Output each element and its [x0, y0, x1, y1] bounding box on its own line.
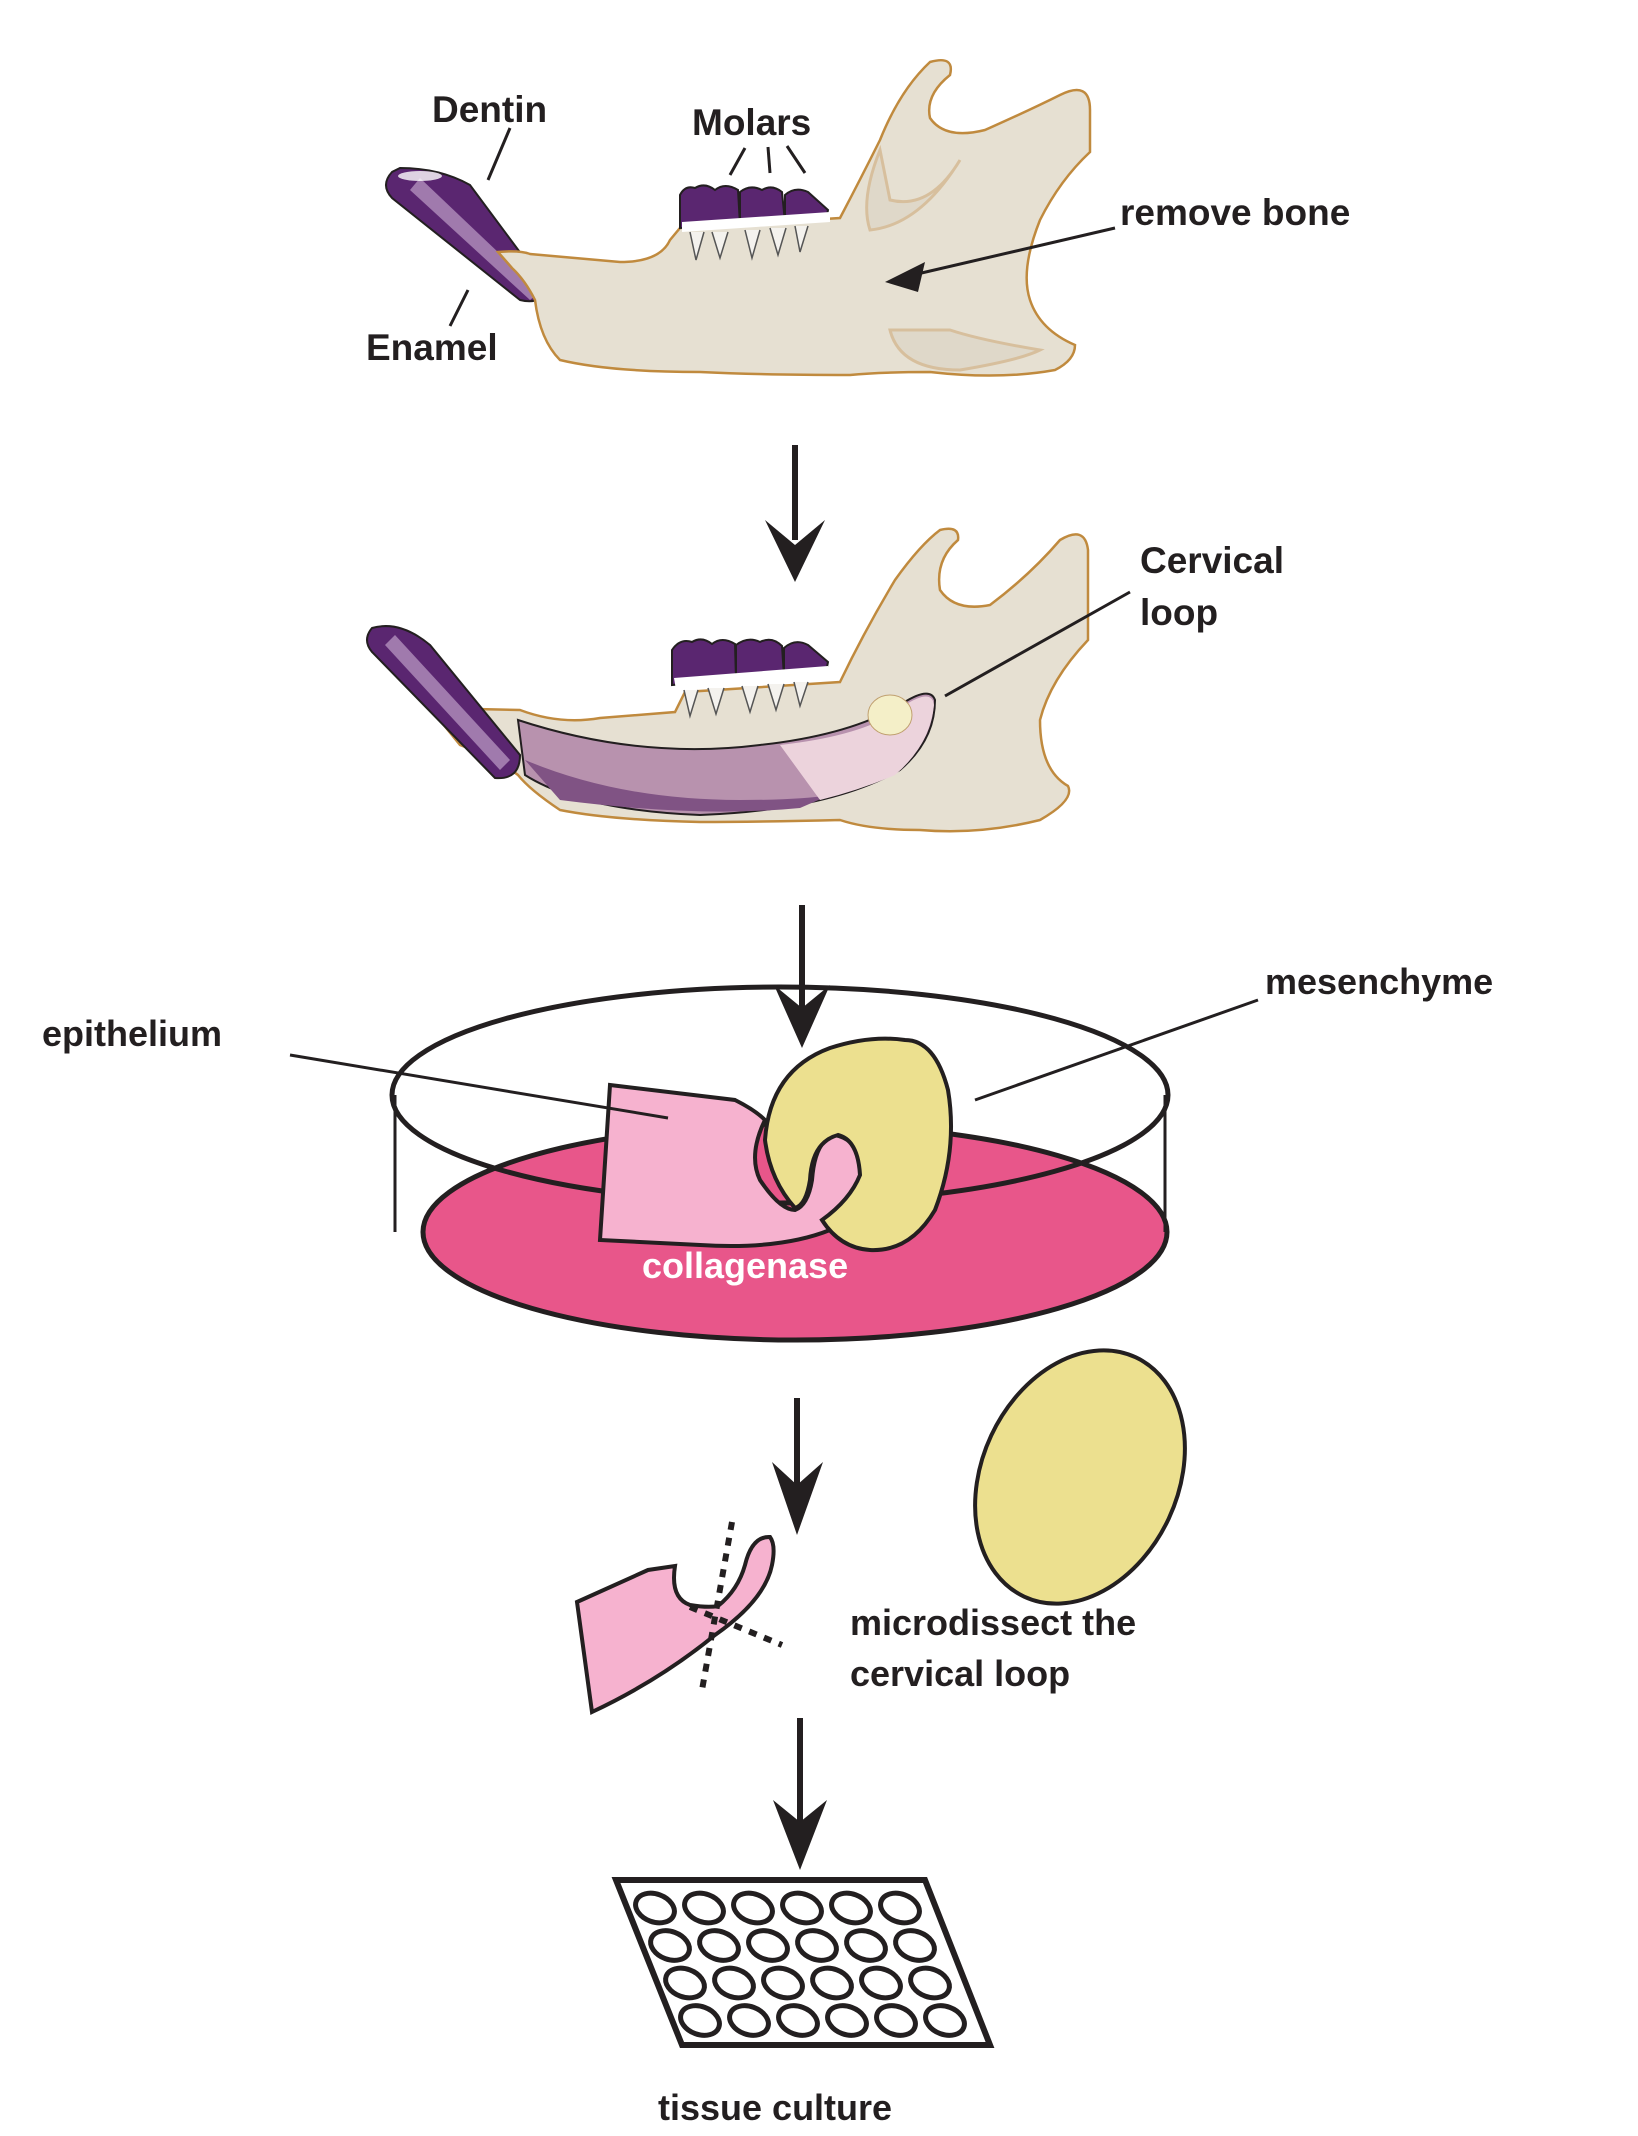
label-microdissect-line1: microdissect the	[850, 1602, 1136, 1643]
leader-molar-3	[785, 145, 807, 174]
step-arrow-1	[765, 445, 825, 582]
mesenchyme-tissue	[762, 1036, 953, 1253]
culture-well	[697, 1928, 741, 1963]
label-collagenase: collagenase	[642, 1245, 848, 1286]
culture-well	[859, 1965, 903, 2001]
culture-well	[780, 1890, 824, 1926]
culture-well	[682, 1890, 726, 1926]
arrow-remove-bone-head	[885, 262, 925, 292]
label-cervical-loop-line2: loop	[1140, 592, 1218, 633]
culture-well	[731, 1890, 775, 1926]
label-molars: Molars	[692, 102, 811, 143]
culture-well	[633, 1890, 677, 1926]
leader-mesenchyme	[974, 998, 1259, 1102]
bone-shading	[888, 328, 1045, 372]
leader-molar-2	[766, 146, 772, 174]
incisor-body-shade	[525, 760, 830, 812]
label-cervical-loop-line1: Cervical	[1140, 540, 1284, 581]
arrow-remove-bone-shaft	[899, 226, 1116, 280]
step-arrow-3	[772, 1398, 823, 1535]
incisor	[385, 166, 550, 303]
step-arrow-2	[774, 905, 830, 1048]
molars-step2	[671, 638, 830, 719]
leader-molar-1	[728, 147, 747, 176]
culture-well	[678, 2003, 722, 2038]
culture-well	[810, 1965, 854, 2001]
culture-well	[776, 2003, 820, 2038]
culture-wells	[633, 1890, 967, 2038]
cut-line-1	[699, 1521, 735, 1691]
leader-enamel	[448, 289, 470, 327]
culture-well	[795, 1928, 839, 1963]
culture-well	[844, 1928, 888, 1963]
leader-cervical-loop	[944, 590, 1131, 698]
cut-line-2	[688, 1604, 784, 1648]
tissue-culture-plate: tissue culture	[611, 1877, 995, 2128]
culture-well	[663, 1965, 707, 2001]
culture-well	[761, 1965, 805, 2001]
step-arrow-4	[773, 1718, 827, 1870]
jaw-step1: Dentin Molars Enamel remove bone	[366, 58, 1350, 377]
separated-mesenchyme	[973, 1348, 1187, 1606]
culture-well	[746, 1928, 790, 1963]
culture-well	[712, 1965, 756, 2001]
culture-well	[893, 1928, 937, 1963]
petri-dish: collagenase epithelium mesenchyme	[42, 961, 1493, 1343]
culture-well	[727, 2003, 771, 2038]
microdissection: microdissect the cervical loop	[574, 1348, 1187, 1715]
culture-well	[908, 1965, 952, 2001]
label-microdissect-line2: cervical loop	[850, 1653, 1070, 1694]
leader-dentin	[486, 127, 512, 181]
molars	[679, 184, 830, 261]
culture-well	[829, 1890, 873, 1926]
cervical-loop-region	[867, 694, 913, 736]
bone-shading	[865, 144, 962, 232]
culture-well	[825, 2003, 869, 2038]
label-enamel: Enamel	[366, 327, 498, 368]
culture-well	[878, 1890, 922, 1926]
label-tissue-culture: tissue culture	[658, 2087, 892, 2128]
culture-well	[923, 2003, 967, 2038]
epithelium-piece	[574, 1535, 776, 1715]
label-epithelium: epithelium	[42, 1013, 222, 1054]
culture-well	[874, 2003, 918, 2038]
label-mesenchyme: mesenchyme	[1265, 961, 1493, 1002]
jaw-step2: Cervical loop	[366, 527, 1284, 833]
label-dentin: Dentin	[432, 89, 547, 130]
culture-well	[648, 1928, 692, 1963]
leader-epithelium	[289, 1053, 669, 1120]
incisor-tip-highlight	[385, 635, 510, 770]
label-remove-bone: remove bone	[1120, 192, 1350, 233]
mandible-bone	[495, 58, 1092, 377]
